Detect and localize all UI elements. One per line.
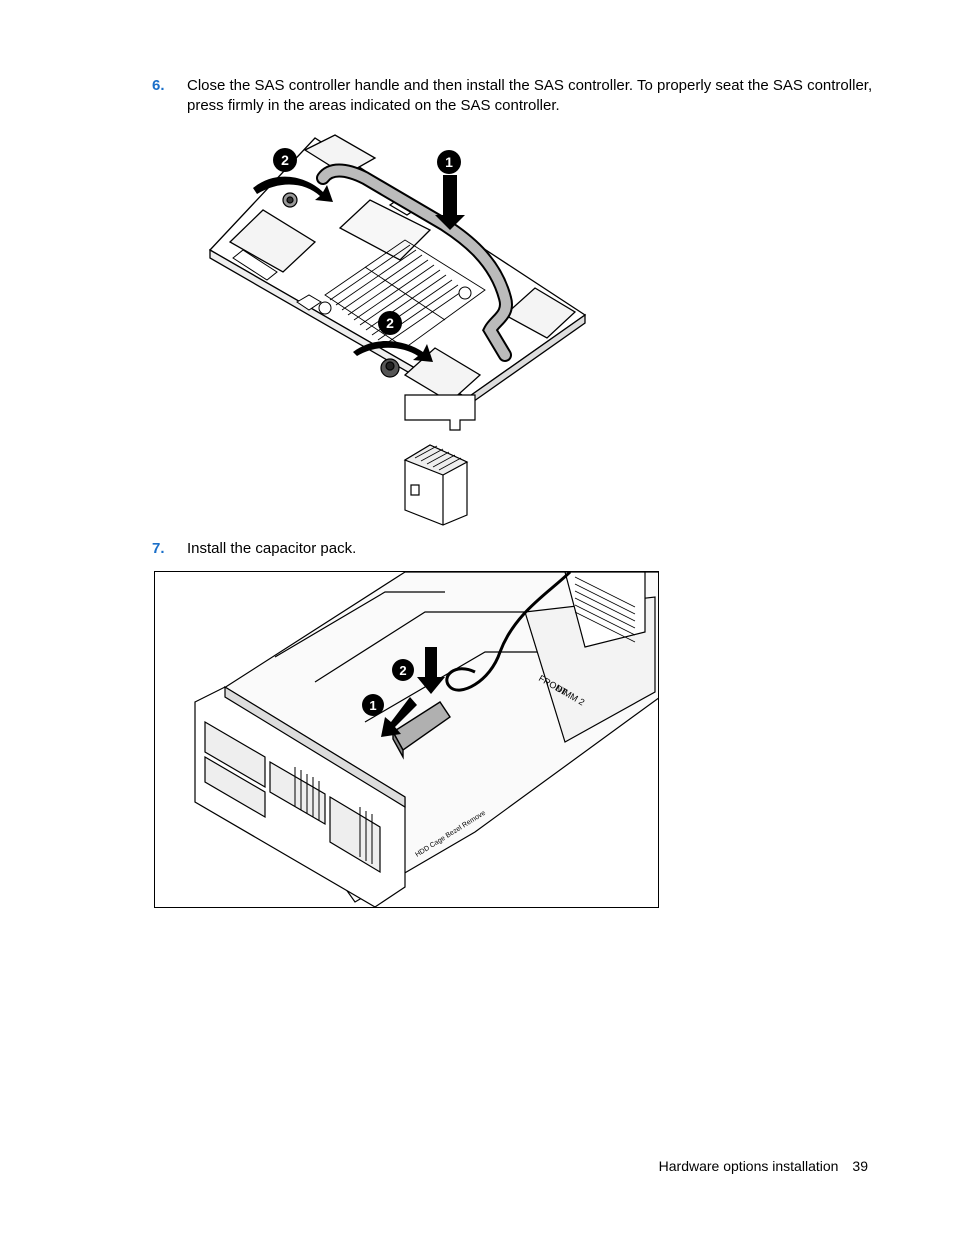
step-text: Install the capacitor pack.: [187, 540, 357, 557]
connector-module-icon: [403, 444, 469, 526]
callout-1: 1: [445, 154, 453, 170]
capacitor-pack-icon: [392, 701, 451, 760]
step-number: 7.: [152, 540, 165, 557]
callout-2-lower: 2: [386, 315, 394, 331]
step-text: Close the SAS controller handle and then…: [187, 77, 873, 114]
heatsink-icon: [324, 239, 486, 349]
page-footer: Hardware options installation 39: [659, 1158, 868, 1174]
footer-section: Hardware options installation: [658, 1158, 839, 1174]
step-number: 6.: [152, 77, 165, 94]
callout-2: 2: [399, 663, 406, 678]
sas-controller-illustration: 2 1 2: [205, 130, 590, 530]
page-number: 39: [852, 1158, 868, 1174]
callout-2-upper: 2: [281, 152, 289, 168]
callout-1: 1: [369, 698, 376, 713]
capacitor-pack-illustration: 2 1 FRONT DIMM 2 HDD Cage Bezel Remove: [154, 571, 659, 908]
